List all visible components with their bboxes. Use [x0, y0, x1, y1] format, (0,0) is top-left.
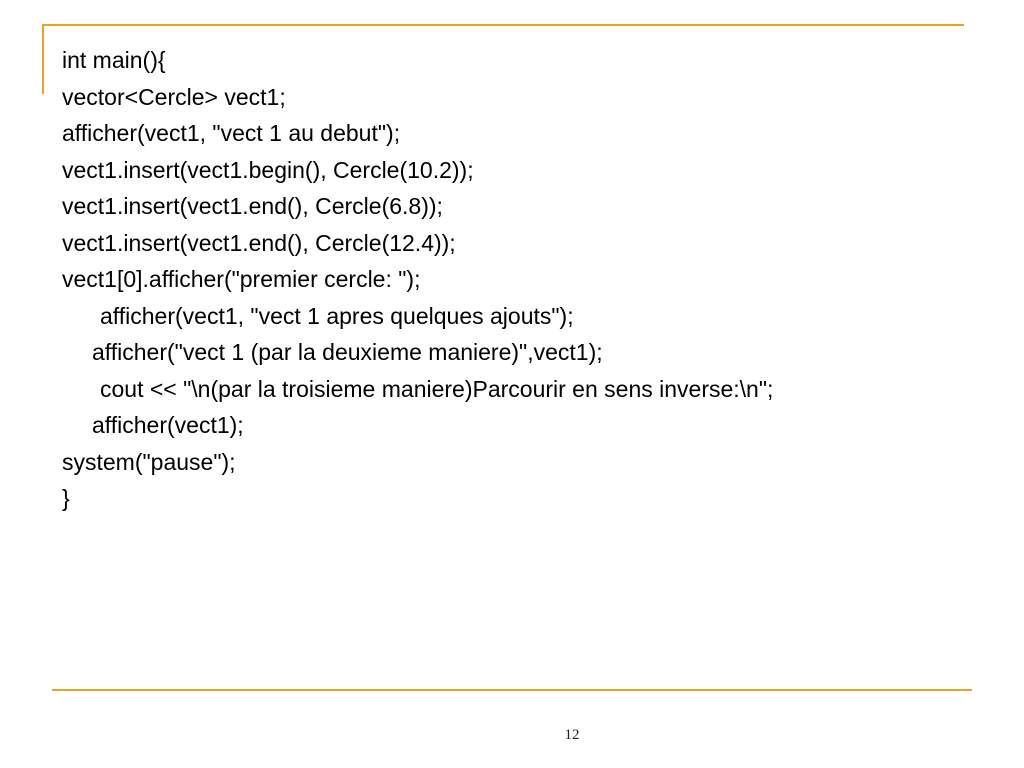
code-line: afficher(vect1, "vect 1 au debut"); — [62, 120, 401, 146]
slide-number: 12 — [564, 727, 580, 743]
top-divider — [42, 24, 964, 26]
code-line: afficher(vect1); — [92, 412, 244, 438]
code-listing: int main(){ vector<Cercle> vect1; affich… — [62, 42, 962, 517]
code-line: afficher(vect1, "vect 1 apres quelques a… — [100, 302, 574, 329]
code-line: } — [62, 485, 70, 511]
code-line: vect1.insert(vect1.begin(), Cercle(10.2)… — [62, 156, 474, 183]
bottom-divider — [52, 689, 972, 691]
code-line: int main(){ — [62, 47, 166, 73]
left-divider — [42, 24, 44, 94]
code-line: vect1.insert(vect1.end(), Cercle(6.8)); — [62, 193, 443, 219]
code-line: vector<Cercle> vect1; — [62, 83, 286, 110]
code-line: afficher("vect 1 (par la deuxieme manier… — [92, 339, 603, 365]
code-line: cout << "\n(par la troisieme maniere)Par… — [100, 375, 774, 402]
code-line: vect1[0].afficher("premier cercle: "); — [62, 266, 421, 292]
code-line: vect1.insert(vect1.end(), Cercle(12.4)); — [62, 229, 456, 256]
code-line: system("pause"); — [62, 448, 236, 475]
